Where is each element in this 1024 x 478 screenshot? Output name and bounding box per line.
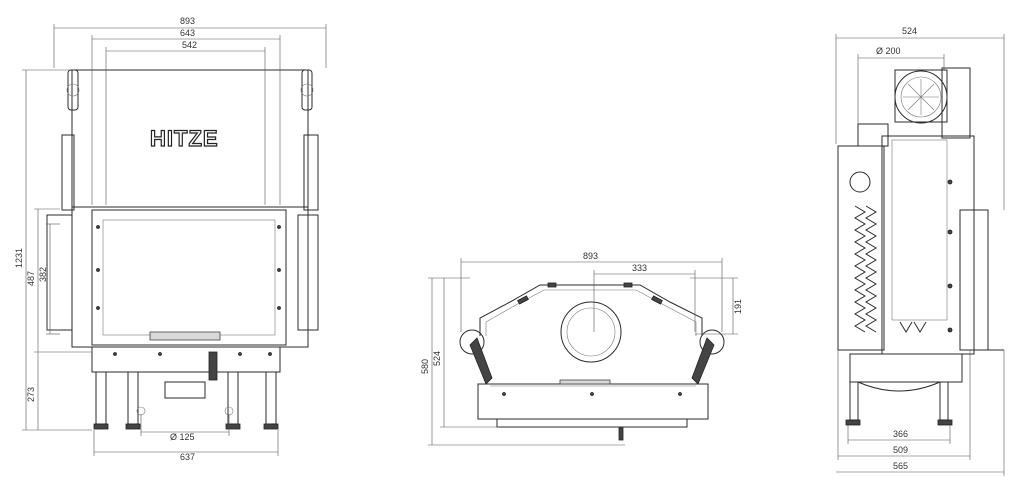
dim-front-height-base: 273	[26, 387, 36, 402]
top-view: 893 333 191 580 524	[420, 251, 743, 446]
dim-top-depth-body: 524	[432, 351, 442, 366]
side-dimensions: 524 Ø 200 366 509 565	[835, 26, 1005, 476]
dim-top-offset: 333	[632, 263, 647, 273]
side-view: 524 Ø 200 366 509 565	[835, 26, 1005, 476]
front-dimensions: 893 643 542 1231 487 382 273	[14, 16, 327, 462]
front-view: HITZE	[14, 16, 327, 462]
top-dimensions: 893 333 191 580 524	[420, 251, 743, 446]
dim-top-depth-total: 580	[420, 359, 430, 374]
dim-front-height-door: 487	[26, 271, 36, 286]
dim-side-depth-legs: 366	[893, 429, 908, 439]
dim-top-depth-front: 191	[733, 299, 743, 314]
dim-front-width-mid: 643	[180, 28, 195, 38]
brand-logo: HITZE	[150, 126, 219, 151]
dim-front-height-glass: 382	[38, 267, 48, 282]
dim-front-height-total: 1231	[14, 248, 24, 268]
dim-front-width-base: 637	[180, 452, 195, 462]
dim-front-width-total: 893	[180, 16, 195, 26]
dim-side-flue: Ø 200	[876, 46, 901, 56]
dim-side-depth-total: 565	[893, 461, 908, 471]
dim-front-width-inner: 542	[182, 40, 197, 50]
dim-side-depth-top: 524	[902, 26, 917, 36]
dim-side-depth-body: 509	[893, 445, 908, 455]
dim-front-flue: Ø 125	[170, 432, 195, 442]
dim-top-width-total: 893	[583, 251, 598, 261]
